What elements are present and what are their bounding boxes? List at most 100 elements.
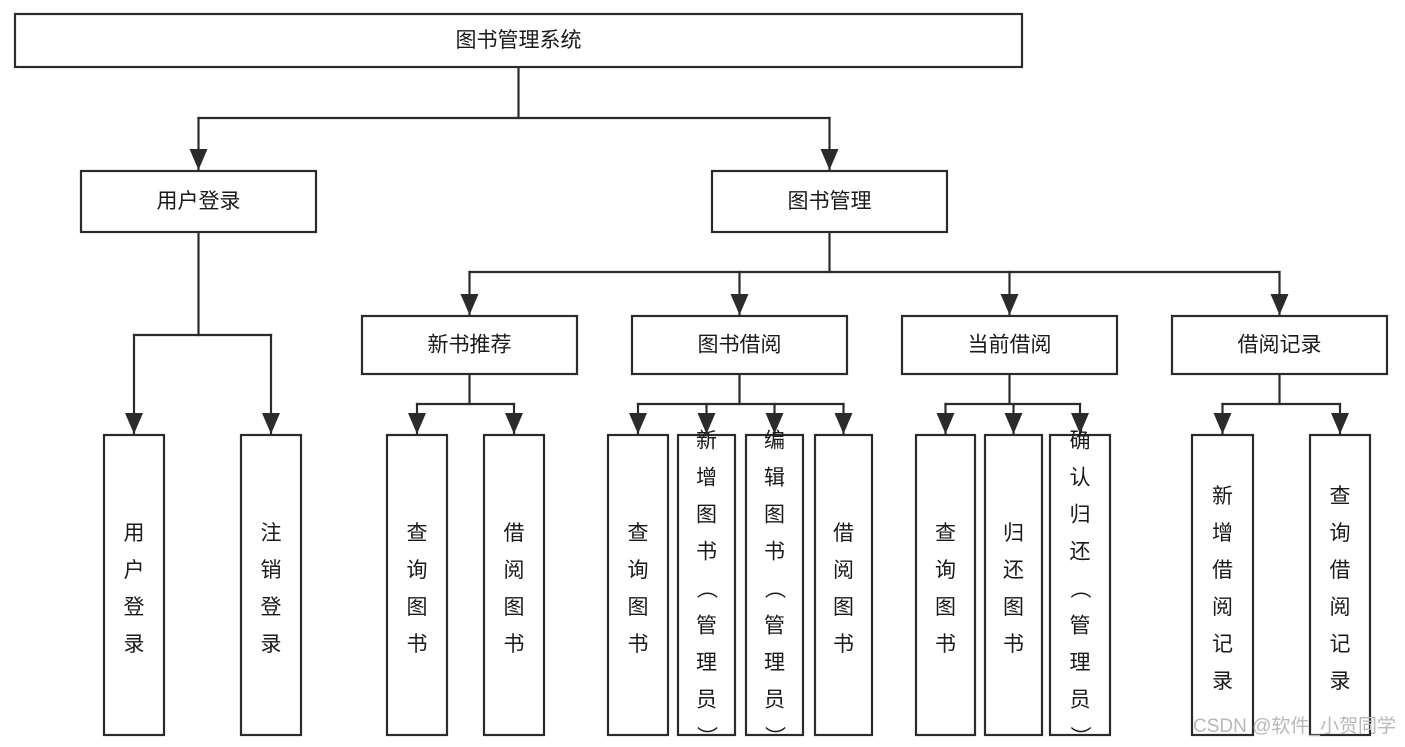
svg-text:录: 录 bbox=[1212, 670, 1233, 693]
svg-text:（: （ bbox=[1068, 578, 1091, 599]
svg-text:图: 图 bbox=[1003, 596, 1024, 619]
node-box-leaf-query-book[interactable] bbox=[606, 433, 670, 737]
svg-text:用: 用 bbox=[124, 522, 145, 545]
node-box-leaf-return-book[interactable] bbox=[983, 433, 1044, 737]
svg-text:管: 管 bbox=[696, 614, 717, 637]
node-box-leaf-user-logout[interactable] bbox=[239, 433, 303, 737]
svg-text:借: 借 bbox=[504, 522, 525, 545]
arrow-head-to-leaf-query-book-cur bbox=[936, 413, 955, 434]
arrow-head-to-user-login bbox=[189, 149, 208, 170]
svg-text:员: 员 bbox=[1070, 688, 1091, 711]
arrow-head-to-leaf-edit-book bbox=[765, 413, 784, 434]
svg-text:录: 录 bbox=[261, 633, 282, 656]
node-box-leaf-query-borrow-record[interactable] bbox=[1308, 433, 1372, 737]
svg-text:）: ） bbox=[695, 726, 718, 747]
svg-text:户: 户 bbox=[124, 559, 145, 582]
node-box-leaf-query-book-rec[interactable] bbox=[385, 433, 449, 737]
svg-text:理: 理 bbox=[764, 651, 785, 674]
svg-text:查: 查 bbox=[407, 522, 428, 545]
svg-text:书: 书 bbox=[504, 633, 525, 656]
svg-text:书: 书 bbox=[628, 633, 649, 656]
svg-text:登: 登 bbox=[124, 596, 145, 619]
node-labels-group: 图书管理系统用户登录图书管理新书推荐图书借阅当前借阅借阅记录用户登录注销登录查询… bbox=[124, 29, 1351, 747]
node-box-leaf-confirm-return[interactable] bbox=[1048, 433, 1112, 737]
svg-text:编: 编 bbox=[764, 429, 785, 452]
arrow-head-to-leaf-user-logout bbox=[262, 413, 280, 434]
svg-text:图: 图 bbox=[764, 503, 785, 526]
arrow-head-to-borrow-record bbox=[1270, 294, 1289, 315]
arrow-head-to-leaf-return-book bbox=[1004, 413, 1023, 434]
svg-text:借: 借 bbox=[1212, 559, 1233, 582]
node-box-borrow-record[interactable] bbox=[1170, 314, 1389, 376]
svg-text:录: 录 bbox=[1330, 670, 1351, 693]
svg-text:书: 书 bbox=[764, 540, 785, 563]
svg-text:书: 书 bbox=[1003, 633, 1024, 656]
svg-text:理: 理 bbox=[1070, 651, 1091, 674]
arrow-head-to-leaf-query-book-rec bbox=[408, 413, 426, 434]
svg-text:员: 员 bbox=[764, 688, 785, 711]
svg-text:询: 询 bbox=[935, 559, 956, 582]
svg-text:还: 还 bbox=[1003, 559, 1024, 582]
svg-text:询: 询 bbox=[628, 559, 649, 582]
node-box-book-borrow[interactable] bbox=[630, 314, 849, 376]
arrow-head-to-leaf-user-login bbox=[125, 413, 143, 434]
node-label-root: 图书管理系统 bbox=[456, 29, 582, 52]
svg-text:记: 记 bbox=[1330, 633, 1351, 656]
svg-text:阅: 阅 bbox=[1330, 596, 1351, 619]
node-box-book-manage[interactable] bbox=[710, 169, 949, 234]
node-box-leaf-edit-book[interactable] bbox=[744, 433, 805, 737]
node-box-leaf-borrow-book[interactable] bbox=[813, 433, 874, 737]
arrow-head-to-leaf-add-borrow-record bbox=[1213, 413, 1232, 434]
node-box-current-borrow[interactable] bbox=[900, 314, 1119, 376]
node-box-leaf-borrow-book-rec[interactable] bbox=[482, 433, 546, 737]
svg-text:注: 注 bbox=[261, 522, 282, 545]
svg-text:辑: 辑 bbox=[764, 466, 785, 489]
svg-text:认: 认 bbox=[1070, 466, 1091, 489]
node-box-leaf-query-book-cur[interactable] bbox=[914, 433, 977, 737]
svg-text:询: 询 bbox=[1330, 522, 1351, 545]
arrow-head-to-leaf-add-book bbox=[697, 413, 716, 434]
node-label-current-borrow: 当前借阅 bbox=[968, 334, 1052, 357]
node-label-new-book-recommend: 新书推荐 bbox=[428, 334, 512, 357]
svg-text:登: 登 bbox=[261, 596, 282, 619]
svg-text:新: 新 bbox=[696, 429, 717, 452]
node-box-leaf-add-borrow-record[interactable] bbox=[1190, 433, 1255, 737]
svg-text:员: 员 bbox=[696, 688, 717, 711]
svg-text:管: 管 bbox=[764, 614, 785, 637]
node-box-leaf-add-book[interactable] bbox=[676, 433, 737, 737]
arrow-head-to-leaf-query-borrow-record bbox=[1331, 413, 1349, 434]
node-label-borrow-record: 借阅记录 bbox=[1238, 334, 1322, 357]
node-label-book-borrow: 图书借阅 bbox=[698, 334, 782, 357]
arrow-heads-group bbox=[125, 149, 1349, 434]
svg-text:图: 图 bbox=[696, 503, 717, 526]
svg-text:录: 录 bbox=[124, 633, 145, 656]
svg-text:阅: 阅 bbox=[504, 559, 525, 582]
node-box-new-book-recommend[interactable] bbox=[360, 314, 579, 376]
arrow-head-to-leaf-confirm-return bbox=[1071, 413, 1089, 434]
connector-lines-group bbox=[132, 65, 1342, 435]
svg-text:（: （ bbox=[695, 578, 718, 599]
node-box-root[interactable] bbox=[13, 12, 1024, 69]
node-label-book-manage: 图书管理 bbox=[788, 190, 872, 213]
node-box-user-login[interactable] bbox=[79, 169, 318, 234]
svg-text:阅: 阅 bbox=[833, 559, 854, 582]
node-box-leaf-user-login[interactable] bbox=[102, 433, 166, 737]
svg-text:图: 图 bbox=[628, 596, 649, 619]
svg-text:销: 销 bbox=[261, 559, 282, 582]
svg-text:书: 书 bbox=[696, 540, 717, 563]
svg-text:图: 图 bbox=[833, 596, 854, 619]
svg-text:阅: 阅 bbox=[1212, 596, 1233, 619]
svg-text:记: 记 bbox=[1212, 633, 1233, 656]
svg-text:图: 图 bbox=[935, 596, 956, 619]
